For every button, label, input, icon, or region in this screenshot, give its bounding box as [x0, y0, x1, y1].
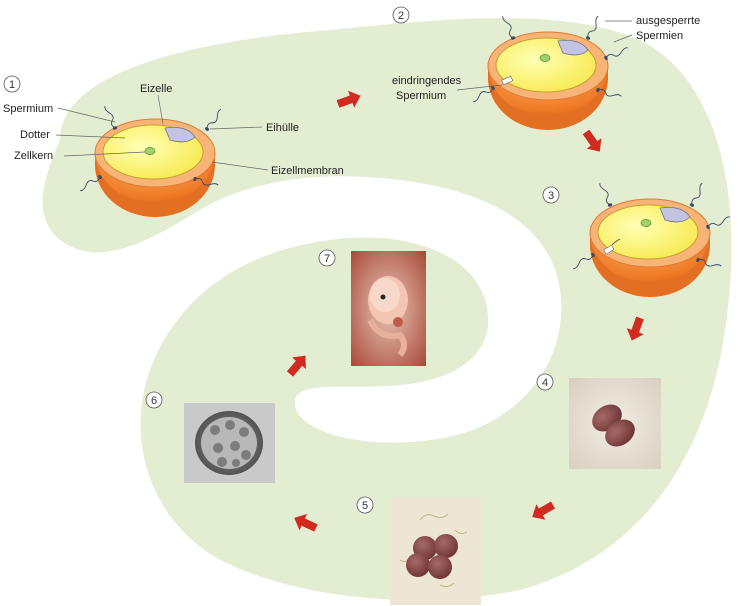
label-eizelle: Eizelle [140, 83, 172, 95]
svg-text:2: 2 [398, 10, 404, 22]
step-number-6: 6 [145, 391, 163, 409]
step-number-2: 2 [392, 6, 410, 24]
arrow-5-to-6 [294, 513, 318, 532]
photo-two-cell-stage [569, 378, 661, 469]
egg-step-2 [470, 14, 630, 130]
svg-text:6: 6 [151, 395, 157, 407]
egg-step-3 [570, 181, 732, 297]
label-spermium: Spermium [3, 103, 53, 115]
svg-text:1: 1 [9, 79, 15, 91]
photo-blastocyst [184, 403, 275, 483]
svg-text:7: 7 [324, 253, 330, 265]
label-eihuelle: Eihülle [266, 122, 299, 134]
step-number-4: 4 [536, 373, 554, 391]
step-number-3: 3 [542, 186, 560, 204]
arrow-6-to-7 [286, 355, 306, 377]
step-number-7: 7 [318, 249, 336, 267]
photo-embryo [351, 251, 426, 366]
arrow-2-to-3 [582, 129, 602, 152]
label-eizellmembran: Eizellmembran [271, 165, 344, 177]
step-number-1: 1 [3, 75, 21, 93]
label-eindringendes-spermium: Spermium [396, 90, 446, 102]
leader-lines [55, 20, 633, 171]
arrow-4-to-5 [532, 501, 555, 520]
label-ausgesperrte: ausgesperrte [636, 15, 700, 27]
label-eindringendes: eindringendes [392, 75, 462, 87]
egg-step-1 [77, 104, 225, 217]
svg-text:5: 5 [362, 500, 368, 512]
svg-text:3: 3 [548, 190, 554, 202]
arrows [286, 90, 644, 532]
nucleus [144, 147, 156, 155]
label-zellkern: Zellkern [14, 150, 53, 162]
label-ausgesperrte-spermien: Spermien [636, 30, 683, 42]
arrow-3-to-4 [626, 316, 644, 341]
label-dotter: Dotter [20, 129, 50, 141]
photo-four-cell-stage [390, 497, 481, 605]
step-number-5: 5 [356, 496, 374, 514]
arrow-1-to-2 [336, 90, 361, 108]
svg-text:4: 4 [542, 377, 548, 389]
